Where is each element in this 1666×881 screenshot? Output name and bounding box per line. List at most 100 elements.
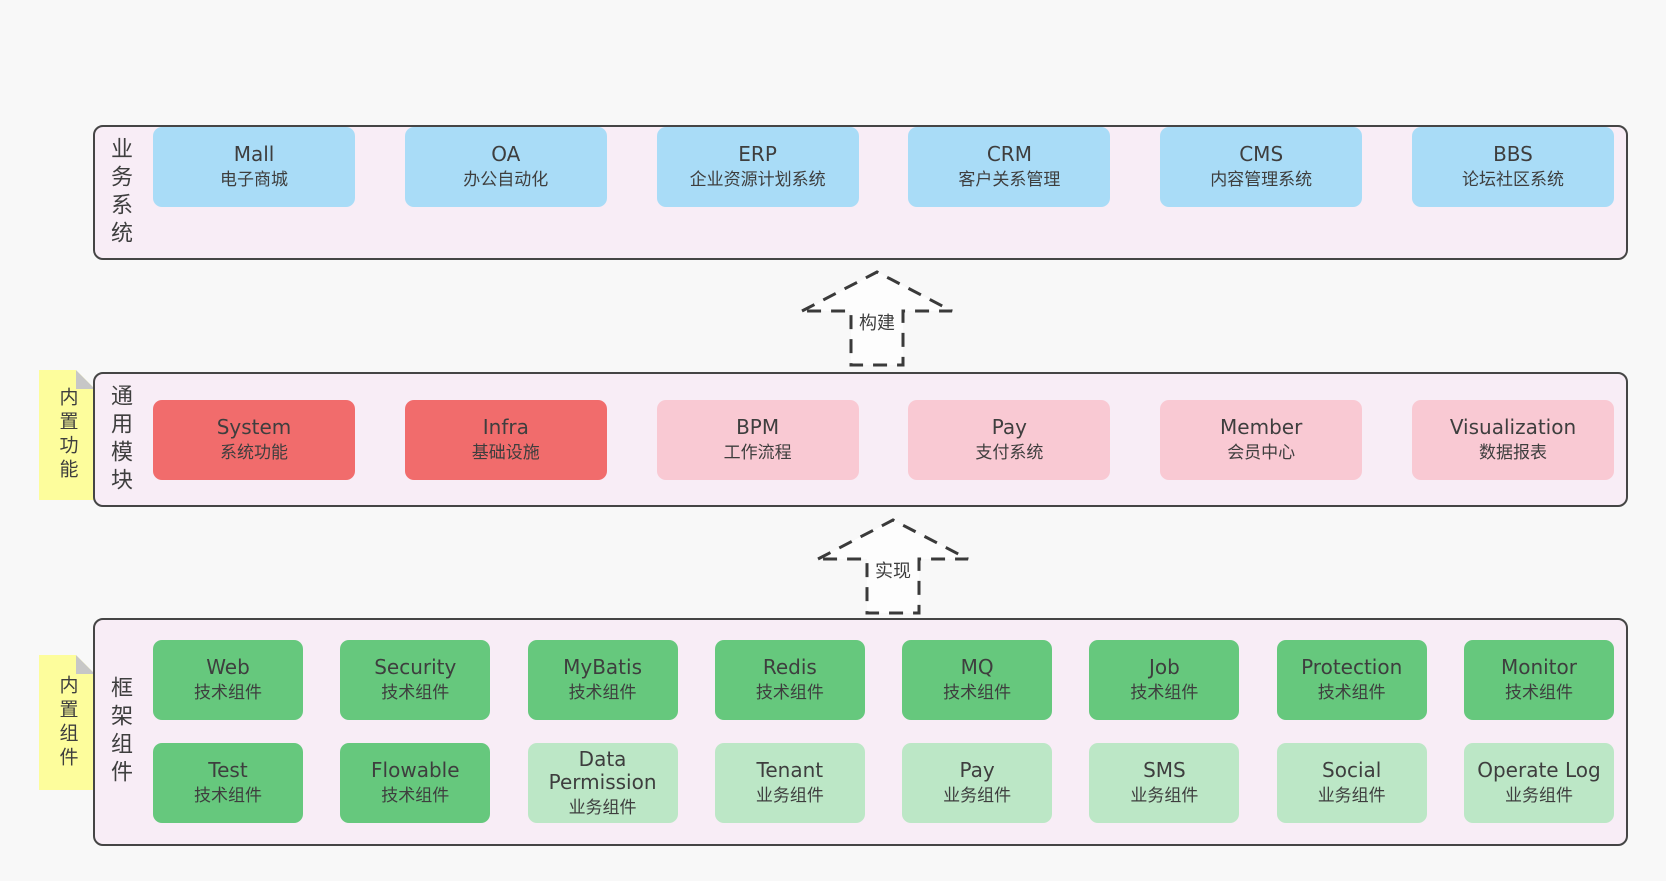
box-system: System 系统功能 — [153, 400, 355, 480]
box-erp-title: ERP — [738, 142, 777, 167]
box-mybatis-subtitle: 技术组件 — [568, 683, 637, 704]
arrow-implement-label: 实现 — [873, 557, 913, 583]
box-bpm-title: BPM — [736, 415, 780, 440]
box-pay-component-title: Pay — [959, 758, 995, 783]
box-tenant-title: Tenant — [756, 758, 824, 783]
box-pay-module: Pay 支付系统 — [908, 400, 1111, 480]
box-flowable-title: Flowable — [371, 758, 460, 783]
sticky-note-builtin-components: 内置组件 — [39, 655, 95, 790]
box-data-permission-subtitle: 业务组件 — [568, 797, 637, 818]
layer-components-label: 框架组件 — [107, 676, 132, 788]
box-erp-subtitle: 企业资源计划系统 — [689, 170, 826, 191]
box-mall-title: Mall — [233, 142, 275, 167]
box-erp: ERP 企业资源计划系统 — [656, 127, 859, 207]
box-sms: SMS 业务组件 — [1089, 743, 1240, 823]
components-row-1: Web 技术组件 Security 技术组件 MyBatis 技术组件 Redi… — [153, 640, 1614, 720]
box-tenant-subtitle: 业务组件 — [755, 786, 824, 807]
box-pay-module-title: Pay — [991, 415, 1028, 440]
box-member-subtitle: 会员中心 — [1227, 443, 1296, 464]
box-infra-subtitle: 基础设施 — [471, 443, 540, 464]
box-mall: Mall 电子商城 — [153, 127, 355, 207]
box-cms-subtitle: 内容管理系统 — [1210, 170, 1313, 191]
box-mq: MQ 技术组件 — [902, 640, 1053, 720]
layer-business-label: 业务系统 — [107, 136, 132, 249]
box-web-subtitle: 技术组件 — [194, 683, 262, 704]
box-infra: Infra 基础设施 — [404, 400, 607, 480]
box-crm: CRM 客户关系管理 — [908, 127, 1111, 207]
box-security: Security 技术组件 — [340, 640, 491, 720]
box-bpm-subtitle: 工作流程 — [723, 443, 792, 464]
box-mq-title: MQ — [960, 655, 994, 680]
box-visualization: Visualization 数据报表 — [1411, 400, 1614, 480]
box-oa-subtitle: 办公自动化 — [463, 170, 549, 191]
box-security-title: Security — [374, 655, 457, 680]
box-operate-log-title: Operate Log — [1477, 758, 1601, 783]
box-oa: OA 办公自动化 — [404, 127, 607, 207]
box-test-title: Test — [208, 758, 248, 783]
box-web-title: Web — [206, 655, 250, 680]
box-redis-subtitle: 技术组件 — [755, 683, 824, 704]
components-row-2: Test 技术组件 Flowable 技术组件 Data Permission … — [153, 743, 1614, 823]
box-operate-log: Operate Log 业务组件 — [1463, 743, 1614, 823]
box-job-subtitle: 技术组件 — [1130, 683, 1199, 704]
box-social-title: Social — [1322, 758, 1382, 783]
box-job: Job 技术组件 — [1089, 640, 1240, 720]
box-security-subtitle: 技术组件 — [381, 683, 450, 704]
box-mybatis: MyBatis 技术组件 — [527, 640, 678, 720]
box-flowable: Flowable 技术组件 — [340, 743, 491, 823]
box-protection-subtitle: 技术组件 — [1317, 683, 1386, 704]
box-crm-subtitle: 客户关系管理 — [958, 170, 1061, 191]
box-pay-component: Pay 业务组件 — [902, 743, 1053, 823]
box-bbs-subtitle: 论坛社区系统 — [1461, 170, 1564, 191]
box-system-title: System — [216, 415, 292, 440]
box-monitor-title: Monitor — [1500, 655, 1577, 680]
box-operate-log-subtitle: 业务组件 — [1504, 786, 1573, 807]
box-cms: CMS 内容管理系统 — [1160, 127, 1363, 207]
box-monitor-subtitle: 技术组件 — [1504, 683, 1573, 704]
box-mq-subtitle: 技术组件 — [943, 683, 1012, 704]
box-pay-module-subtitle: 支付系统 — [975, 443, 1044, 464]
box-social-subtitle: 业务组件 — [1317, 786, 1386, 807]
box-cms-title: CMS — [1239, 142, 1284, 167]
box-tenant: Tenant 业务组件 — [714, 743, 865, 823]
box-redis-title: Redis — [762, 655, 817, 680]
sticky-note-builtin-components-text: 内置组件 — [56, 674, 79, 771]
box-bpm: BPM 工作流程 — [656, 400, 859, 480]
box-infra-title: Infra — [482, 415, 529, 440]
business-boxes-row: Mall 电子商城 OA 办公自动化 ERP 企业资源计划系统 CRM 客户关系… — [153, 127, 1614, 207]
box-bbs: BBS 论坛社区系统 — [1411, 127, 1614, 207]
box-test-subtitle: 技术组件 — [194, 786, 262, 807]
sticky-note-builtin-features: 内置功能 — [39, 370, 95, 500]
box-monitor: Monitor 技术组件 — [1463, 640, 1614, 720]
box-web: Web 技术组件 — [153, 640, 303, 720]
box-data-permission-title: Data Permission — [548, 746, 657, 794]
box-protection: Protection 技术组件 — [1276, 640, 1427, 720]
box-bbs-title: BBS — [1493, 142, 1533, 167]
box-mall-subtitle: 电子商城 — [220, 170, 288, 191]
layer-modules-label: 通用模块 — [107, 383, 132, 496]
box-job-title: Job — [1148, 655, 1180, 680]
layer-common-modules: 通用模块 System 系统功能 Infra 基础设施 BPM 工作流程 Pay… — [93, 372, 1628, 507]
layer-business-systems: 业务系统 Mall 电子商城 OA 办公自动化 ERP 企业资源计划系统 CRM… — [93, 125, 1628, 260]
box-redis: Redis 技术组件 — [714, 640, 865, 720]
box-sms-subtitle: 业务组件 — [1130, 786, 1199, 807]
box-mybatis-title: MyBatis — [563, 655, 642, 680]
box-data-permission: Data Permission 业务组件 — [527, 743, 678, 823]
layer-framework-components: 框架组件 Web 技术组件 Security 技术组件 MyBatis 技术组件… — [93, 618, 1628, 846]
box-oa-title: OA — [491, 142, 521, 167]
box-visualization-title: Visualization — [1449, 415, 1577, 440]
box-system-subtitle: 系统功能 — [220, 443, 288, 464]
box-flowable-subtitle: 技术组件 — [381, 786, 450, 807]
box-sms-title: SMS — [1143, 758, 1186, 783]
box-member: Member 会员中心 — [1160, 400, 1363, 480]
box-test: Test 技术组件 — [153, 743, 303, 823]
box-protection-title: Protection — [1301, 655, 1403, 680]
modules-boxes-row: System 系统功能 Infra 基础设施 BPM 工作流程 Pay 支付系统… — [153, 400, 1614, 480]
arrow-build-label: 构建 — [857, 309, 897, 335]
sticky-note-builtin-features-text: 内置功能 — [56, 387, 79, 483]
box-member-title: Member — [1220, 415, 1303, 440]
box-crm-title: CRM — [986, 142, 1032, 167]
box-visualization-subtitle: 数据报表 — [1478, 443, 1547, 464]
box-social: Social 业务组件 — [1276, 743, 1427, 823]
